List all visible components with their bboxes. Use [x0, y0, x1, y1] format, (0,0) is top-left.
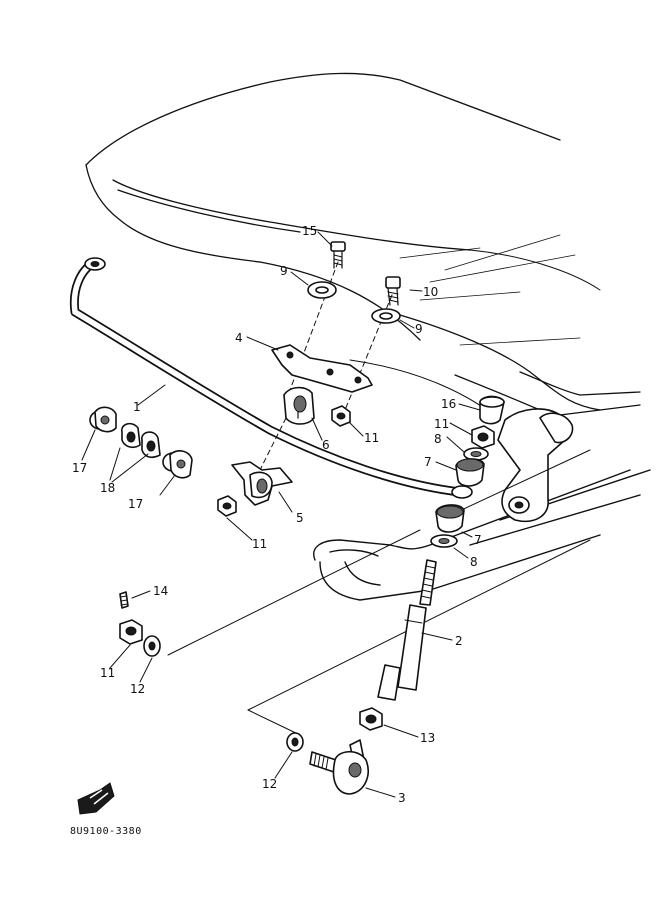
- washer-8-upper: [463, 447, 489, 461]
- callout-11-center: 11: [364, 431, 379, 445]
- callout-9-left: 9: [280, 264, 288, 278]
- stabilizer-bar: [69, 257, 473, 499]
- screw-14: [119, 591, 129, 609]
- callout-8-upper: 8: [434, 432, 442, 446]
- callout-11-lower: 11: [252, 537, 267, 551]
- callout-12-bottom: 12: [262, 777, 277, 791]
- callout-3: 3: [398, 791, 406, 805]
- callout-16: 16: [441, 397, 456, 411]
- diagram-code: 8U9100-3380: [70, 826, 142, 837]
- callout-5: 5: [296, 511, 304, 525]
- bushing-7-lower: [435, 504, 465, 533]
- rod-2: [377, 559, 437, 701]
- callout-4: 4: [235, 331, 243, 345]
- front-arrow-icon: [77, 782, 115, 815]
- nut-11-left: [119, 619, 143, 645]
- nut-11-center: [331, 405, 351, 427]
- callout-18: 18: [100, 481, 115, 495]
- bolt-10: [385, 276, 401, 306]
- washer-9-left: [307, 281, 337, 299]
- callout-12-left: 12: [130, 682, 145, 696]
- bushing-17-lower: [162, 450, 193, 479]
- bushing-7-upper: [455, 458, 485, 487]
- callout-15: 15: [302, 224, 317, 238]
- nut-11-lower: [217, 495, 237, 517]
- bushing-6: [283, 386, 315, 425]
- leader-lines: [81, 231, 481, 798]
- callout-1: 1: [133, 400, 141, 414]
- callout-17-right: 17: [128, 497, 143, 511]
- washer-8-lower: [430, 534, 458, 548]
- callout-9-right: 9: [415, 322, 423, 336]
- callout-11-right: 11: [434, 417, 449, 431]
- callout-7-lower: 7: [474, 533, 482, 547]
- washer-12-left: [143, 635, 161, 657]
- nut-11-right: [471, 425, 495, 449]
- clamps-18: [121, 422, 161, 458]
- nut-13: [359, 707, 383, 731]
- callout-6: 6: [322, 438, 330, 452]
- holder-5: [231, 461, 293, 506]
- callout-10: 10: [423, 285, 438, 299]
- callout-13: 13: [420, 731, 435, 745]
- bolt-15: [330, 241, 346, 269]
- callout-7-upper: 7: [424, 455, 432, 469]
- washer-12-bottom: [286, 732, 304, 752]
- callout-17-left: 17: [72, 461, 87, 475]
- spindle-bracket: [497, 408, 574, 522]
- bushing-17-upper: [89, 406, 117, 433]
- callout-2: 2: [455, 634, 463, 648]
- ski-outline: [313, 469, 651, 601]
- callout-11-left: 11: [100, 666, 115, 680]
- callout-labels: 1 2 3 4 5 6 7 7 8 8 9 9 10 11 11 11 11 1…: [72, 224, 482, 805]
- ball-joint-3: [309, 739, 369, 795]
- callout-8-lower: 8: [470, 555, 478, 569]
- plate-4: [271, 344, 373, 393]
- washer-9-right: [371, 308, 401, 324]
- cap-16: [479, 395, 505, 425]
- callout-14: 14: [153, 584, 168, 598]
